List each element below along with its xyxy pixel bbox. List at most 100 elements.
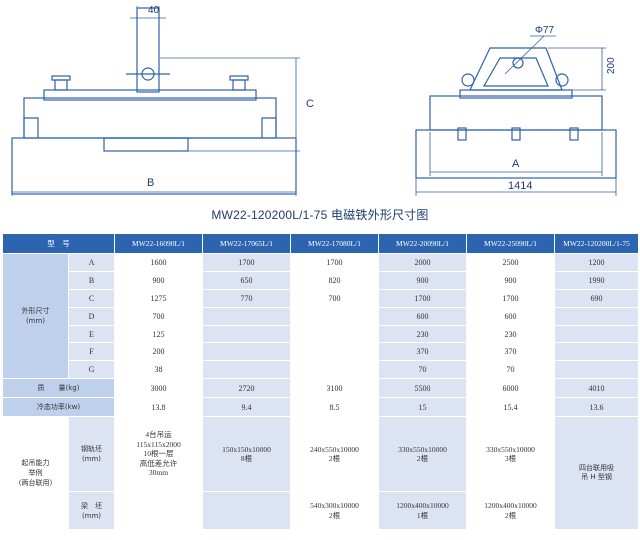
table-cell: 200 — [114, 342, 203, 362]
table-cell: 600 — [466, 306, 555, 326]
table-row: B 900 650 820 900 900 1990 — [3, 270, 639, 290]
table-cell: 700 — [290, 288, 379, 308]
table-cell: 6000 — [466, 378, 555, 399]
table-cell: 600 — [378, 306, 467, 326]
beam-label: 梁 坯 (mm) — [68, 491, 115, 531]
table-row: F 200 370 370 — [3, 342, 639, 362]
header-model: MW22-17065L/1 — [202, 233, 291, 254]
header-model: MW22-20090L/1 — [378, 233, 467, 254]
table-cell: 4010 — [554, 378, 639, 399]
table-cell: 1700 — [202, 253, 291, 272]
table-cell: 38 — [114, 360, 203, 380]
table-row: 外形尺寸 (mm) A 1600 1700 1700 2000 2500 120… — [2, 252, 639, 380]
header-model: MW22-120200L/1-75 — [554, 233, 639, 254]
table-cell: 690 — [554, 288, 639, 308]
left-magnet-bottom-pad — [103, 137, 189, 152]
table-cell: 3100 — [290, 378, 379, 399]
table-cell: 2500 — [466, 253, 555, 272]
table-cell: 330x550x10000 2根 — [378, 416, 467, 493]
rail-label: 钢轨坯 (mm) — [68, 416, 115, 493]
table-cell: 1700 — [466, 288, 555, 308]
table-cell: 370 — [378, 342, 467, 362]
table-cell — [202, 491, 291, 531]
table-cell: 1600 — [114, 253, 203, 272]
table-cell — [202, 342, 291, 362]
last-cell-note: 四台联用吸 吊 H 型钢 — [554, 416, 639, 531]
table-cell: 820 — [290, 270, 379, 290]
table-cell: 330x550x10000 3根 — [466, 416, 555, 493]
weight-label: 质 量(kg) — [2, 378, 115, 399]
table-cell — [290, 342, 379, 362]
table-cell: 770 — [202, 288, 291, 308]
table-row-beam: 梁 坯 (mm) 540x300x10000 2根 1200x400x10000… — [3, 491, 639, 531]
table-cell: 1200x400x10000 2根 — [466, 491, 555, 531]
left-magnet-top-plate — [43, 89, 257, 101]
table-cell: 8.5 — [290, 397, 379, 418]
table-cell: 9.4 — [202, 397, 291, 418]
table-row: G 38 70 70 — [3, 360, 639, 380]
header-model: MW22-25090L/1 — [466, 233, 555, 254]
table-cell: 70 — [378, 360, 467, 380]
right-magnet-body — [415, 129, 617, 179]
table-cell: 15 — [378, 397, 467, 418]
right-magnet-frame — [429, 95, 603, 131]
header-model-label: 型 号 — [2, 233, 115, 254]
table-row: D 700 600 600 — [3, 306, 639, 326]
table-row-rail: 起吊能力 举例 (两台联用) 钢轨坯 (mm) 4台吊运 115x115x200… — [2, 416, 639, 531]
dim-a-label: A — [512, 158, 520, 170]
table-cell: 70 — [466, 360, 555, 380]
table-header-row: 型 号 MW22-16090L/1 MW22-17065L/1 MW22-170… — [2, 233, 639, 254]
table-cell: 900 — [466, 270, 555, 290]
lift-group-label: 起吊能力 举例 (两台联用) — [2, 416, 69, 531]
table-cell: 2720 — [202, 378, 291, 399]
table-cell — [554, 360, 639, 380]
dim-key: E — [68, 324, 115, 344]
left-magnet-frame — [23, 97, 277, 139]
table-row: E 125 230 230 — [3, 324, 639, 344]
header-model: MW22-17080L/1 — [290, 233, 379, 254]
table-cell: 900 — [378, 270, 467, 290]
dims-group-label: 外形尺寸 (mm) — [2, 252, 69, 380]
table-cell — [290, 360, 379, 380]
table-cell — [554, 306, 639, 326]
dim-200-label: 200 — [606, 57, 617, 74]
table-cell — [554, 324, 639, 344]
table-cell: 240x550x10000 2根 — [290, 416, 379, 493]
table-cell — [202, 306, 291, 326]
table-cell — [554, 342, 639, 362]
left-lifting-lug — [136, 7, 160, 93]
table-cell: 230 — [378, 324, 467, 344]
header-model: MW22-16090L/1 — [114, 233, 203, 254]
table-cell — [290, 306, 379, 326]
table-cell: 370 — [466, 342, 555, 362]
table-cell: 15.4 — [466, 397, 555, 418]
dim-key: C — [68, 288, 115, 308]
dim-key: B — [68, 270, 115, 290]
table-cell — [290, 324, 379, 344]
power-label: 冷态功率(kw) — [2, 397, 115, 418]
table-cell: 1990 — [554, 270, 639, 290]
table-cell: 700 — [114, 306, 203, 326]
table-cell: 1275 — [114, 288, 203, 308]
dimension-drawings: 40 C B Φ77 200 A 1414 — [11, 5, 617, 196]
dim-1414-label: 1414 — [508, 180, 532, 192]
dim-phi77-label: Φ77 — [535, 25, 555, 36]
table-cell: 900 — [114, 270, 203, 290]
table-cell: 1700 — [378, 288, 467, 308]
table-cell: 125 — [114, 324, 203, 344]
dim-key: A — [68, 253, 115, 272]
dim-key: G — [68, 360, 115, 380]
table-cell: 3000 — [114, 378, 203, 399]
spec-table: 型 号 MW22-16090L/1 MW22-17065L/1 MW22-170… — [2, 233, 639, 531]
table-cell: 150x150x10000 8根 — [202, 416, 291, 493]
dim-c-label: C — [306, 98, 314, 110]
dim-key: F — [68, 342, 115, 362]
table-cell: 1200 — [554, 253, 639, 272]
table-cell: 540x300x10000 2根 — [290, 491, 379, 531]
table-cell: 1700 — [290, 253, 379, 272]
right-lifting-yoke — [469, 47, 563, 91]
table-cell: 5500 — [378, 378, 467, 399]
table-cell: 13.6 — [554, 397, 639, 418]
dim-b-label: B — [147, 177, 154, 189]
table-cell: 650 — [202, 270, 291, 290]
